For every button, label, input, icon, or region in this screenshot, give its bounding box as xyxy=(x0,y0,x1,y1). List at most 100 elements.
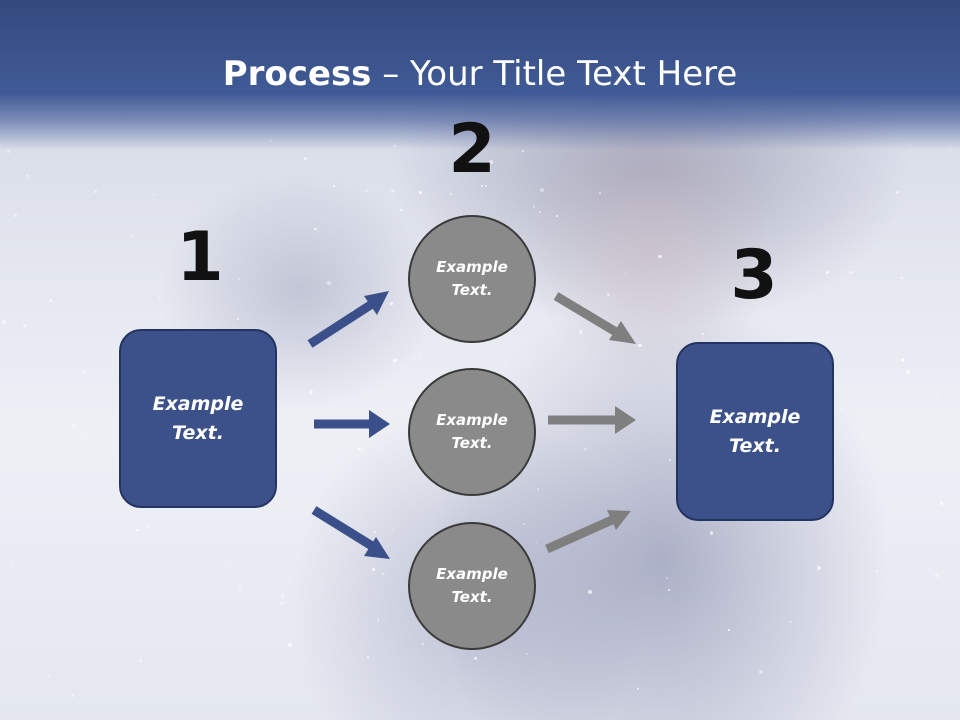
snowflake xyxy=(940,502,944,505)
snowflake xyxy=(400,208,404,212)
arrow-head xyxy=(364,291,389,315)
snowflake xyxy=(146,543,148,545)
snowflake xyxy=(535,542,537,544)
snowflake xyxy=(13,214,17,218)
arrow-bottom-to-right xyxy=(545,515,614,554)
snowflake xyxy=(525,653,529,656)
snowflake xyxy=(598,192,601,195)
snowflake xyxy=(839,408,842,410)
step-number-2: 2 xyxy=(448,110,496,189)
snowflake xyxy=(421,642,425,646)
snowflake xyxy=(350,406,352,408)
snowflake xyxy=(906,370,910,374)
snowflake xyxy=(391,189,395,193)
snowflake xyxy=(281,594,285,598)
snowflake xyxy=(895,190,899,194)
snowflake xyxy=(481,184,484,188)
left-box: Example Text. xyxy=(119,329,277,508)
snowflake xyxy=(450,192,453,195)
snowflake xyxy=(327,281,331,285)
snowflake xyxy=(146,525,150,529)
snowflake xyxy=(701,332,705,335)
circle-bottom-text: Example Text. xyxy=(436,565,508,606)
snowflake xyxy=(391,528,393,530)
snowflake xyxy=(47,675,50,677)
snowflake xyxy=(393,358,398,363)
snowflake xyxy=(332,185,335,188)
snowflake xyxy=(2,619,5,622)
snowflake xyxy=(538,210,542,214)
snowflake xyxy=(35,186,38,189)
snowflake xyxy=(522,149,525,152)
right-box-text: Example Text. xyxy=(709,405,801,457)
snowflake xyxy=(94,190,98,194)
snowflake xyxy=(409,402,413,406)
snowflake xyxy=(667,588,671,592)
snowflake xyxy=(532,205,536,209)
circle-top: Example Text. xyxy=(408,215,536,343)
snowflake xyxy=(583,448,587,452)
snowflake xyxy=(624,272,627,275)
snowflake xyxy=(837,187,839,189)
snowflake xyxy=(1,319,6,324)
snowflake xyxy=(72,424,76,428)
snowflake xyxy=(607,292,611,296)
snowflake xyxy=(288,156,291,159)
snowflake xyxy=(381,572,385,576)
snowflake xyxy=(238,278,241,281)
snowflake xyxy=(876,569,879,572)
snowflake xyxy=(789,620,792,624)
snowflake xyxy=(294,490,296,492)
arrow-head xyxy=(615,406,636,434)
slide-title: Process – Your Title Text Here xyxy=(0,52,960,96)
snowflake xyxy=(129,233,134,238)
snowflake xyxy=(159,297,161,299)
snowflake xyxy=(233,209,235,211)
snowflake xyxy=(709,531,714,535)
snowflake xyxy=(862,481,865,484)
snowflake xyxy=(901,276,903,279)
title-rest: – Your Title Text Here xyxy=(371,54,738,94)
arrow-head xyxy=(609,321,636,344)
circle-middle-text: Example Text. xyxy=(436,411,508,452)
snowflake xyxy=(817,566,822,570)
title-bold: Process xyxy=(222,54,372,94)
snowflake xyxy=(758,670,763,675)
step-number-3: 3 xyxy=(730,236,778,315)
arrow-left-to-top xyxy=(307,300,375,348)
left-box-text: Example Text. xyxy=(152,392,244,444)
arrow-head xyxy=(364,537,390,559)
snowflake xyxy=(136,528,139,532)
snowflake xyxy=(303,156,308,160)
snowflake xyxy=(826,271,830,274)
snowflake xyxy=(71,694,74,697)
circle-top-text: Example Text. xyxy=(436,258,508,299)
arrow-head xyxy=(607,510,631,530)
snowflake xyxy=(422,684,424,687)
step-number-1: 1 xyxy=(176,218,224,297)
snowflake xyxy=(238,585,242,588)
arrow-left-to-bottom xyxy=(311,506,375,550)
snowflake xyxy=(637,687,640,690)
snowflake xyxy=(418,355,422,358)
circle-middle: Example Text. xyxy=(408,368,536,496)
snowflake xyxy=(728,629,731,632)
arrow-head xyxy=(369,410,390,438)
snowflake xyxy=(929,494,931,496)
snowflake xyxy=(473,656,477,660)
snowflake xyxy=(366,656,369,659)
snowflake xyxy=(556,215,558,217)
snowflake xyxy=(658,254,662,259)
snowflake xyxy=(638,343,643,348)
snowflake xyxy=(373,530,376,533)
snowflake xyxy=(748,705,750,707)
snowflake xyxy=(376,619,380,623)
snowflake xyxy=(668,458,671,461)
snowflake xyxy=(99,531,102,534)
snowflake xyxy=(85,436,89,439)
snowflake xyxy=(337,271,340,273)
snowflake xyxy=(224,563,227,566)
snowflake xyxy=(139,658,142,662)
snowflake xyxy=(588,590,593,595)
snowflake xyxy=(365,189,368,193)
